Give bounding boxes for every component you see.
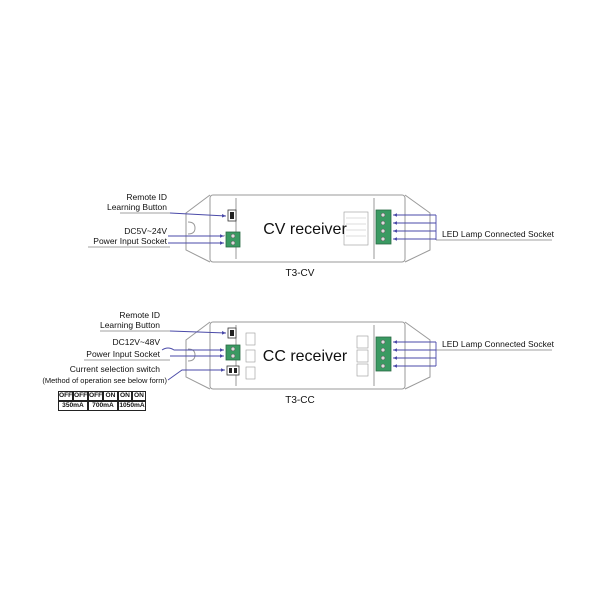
cc-title: CC receiver [263,348,348,365]
current-cell-1050: 1050mA [118,401,146,411]
cc-remote-id-label: Remote ID [119,310,160,320]
cv-led-screw-2 [380,220,386,226]
cv-led-socket-label: LED Lamp Connected Socket [442,229,555,239]
cv-remote-id-label: Remote ID [126,192,167,202]
cv-led-terminal [375,209,392,245]
cc-dip-switch [226,365,240,376]
cc-info-plate-5 [356,349,369,363]
cv-learning-button-label: Learning Button [107,202,167,212]
cc-led-screw-4 [380,363,386,369]
cc-info-plate-1 [245,332,256,346]
cv-right-flange [404,194,431,263]
current-cell-700: 700mA [88,401,118,411]
cc-info-plate-4 [356,335,369,349]
cc-switch-leader [167,368,225,381]
cv-power-screw-1 [230,233,236,239]
cc-right-flange [404,321,431,390]
cc-remote-id-leader [169,330,227,335]
cv-left-flange [185,194,211,263]
cc-model-label: T3-CC [285,395,314,406]
current-cell-350: 350mA [58,401,88,411]
cc-led-terminal [375,336,392,372]
cc-power-terminal [225,344,241,361]
switch-cell-4: ON [103,391,118,401]
cc-dip-switch-lever-1 [229,368,232,373]
cc-info-plate-6 [356,363,369,377]
cc-power-leader-1 [161,347,224,352]
cv-left-screw-slot [187,221,196,235]
cv-power-terminal [225,231,241,248]
cv-led-screw-4 [380,236,386,242]
cc-switch-label: Current selection switch [70,364,161,374]
cv-led-screw-3 [380,228,386,234]
cc-led-screw-1 [380,339,386,345]
cv-power-plus-mark: + [223,233,226,238]
cc-info-plate-3 [245,366,256,380]
cv-power-minus-mark: - [223,240,225,245]
cc-learning-button-cap [230,330,234,336]
switch-cell-6: ON [132,391,146,401]
switch-cell-2: OFF [73,391,88,401]
cv-model-label: T3-CV [286,268,315,279]
cc-body [209,321,406,390]
cc-power-screw-2 [230,353,236,359]
cv-power-voltage-label: DC5V~24V [124,226,167,236]
cv-remote-id-leader [169,212,227,218]
cc-left-flange [185,321,211,390]
cc-power-socket-label: Power Input Socket [86,349,160,359]
switch-cell-3: OFF [88,391,103,401]
cc-power-screw-1 [230,346,236,352]
cv-output-label-plate [343,211,369,246]
cc-switch-method-label: (Method of operation see below form) [42,376,167,385]
cc-left-screw-slot [187,348,196,362]
cc-power-voltage-label: DC12V~48V [113,337,161,347]
cc-dip-switch-lever-2 [234,368,237,373]
cc-led-socket-label: LED Lamp Connected Socket [442,339,555,349]
cv-power-screw-2 [230,240,236,246]
switch-cell-5: ON [118,391,132,401]
switch-cell-1: OFF [58,391,73,401]
cc-receiver-unit: CC receiver [185,321,431,390]
cv-receiver-unit: + - CV receiver [185,194,431,263]
cc-led-screw-2 [380,347,386,353]
cv-power-socket-label: Power Input Socket [93,236,167,246]
cc-info-plate-2 [245,349,256,363]
cc-led-screw-3 [380,355,386,361]
cc-learning-button-label: Learning Button [100,320,160,330]
cv-learning-button-cap [230,212,234,219]
cv-title: CV receiver [263,221,347,238]
cv-led-screw-1 [380,212,386,218]
